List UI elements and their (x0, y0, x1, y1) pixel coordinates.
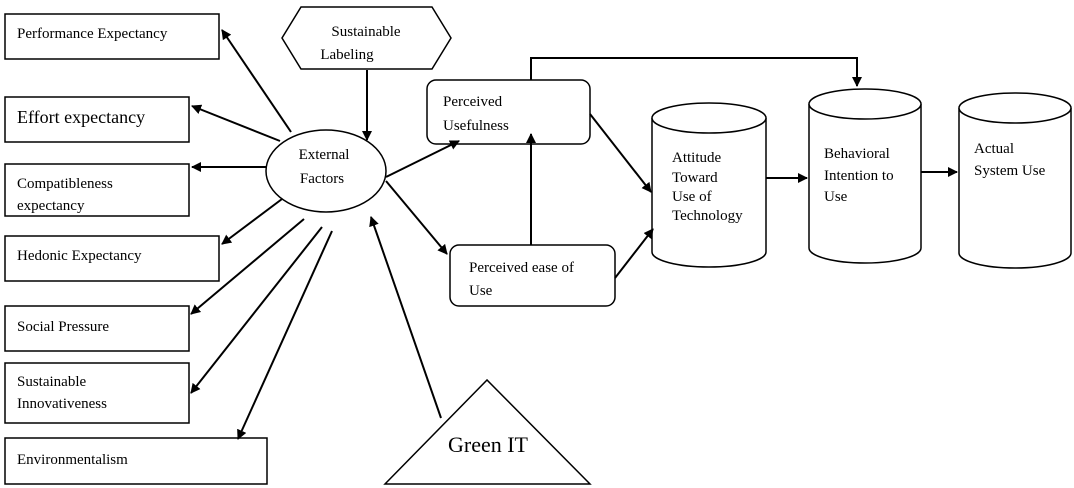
external-factors-line1: External (299, 147, 350, 163)
sustainable-innovativeness-box: Sustainable Innovativeness (4, 362, 190, 424)
compatibleness-label-line2: expectancy (17, 198, 85, 214)
arrow-factors-to-usefulness (385, 140, 460, 178)
labeling-line2: Labeling (320, 47, 374, 63)
external-factors-ellipse: External Factors (265, 129, 387, 213)
attitude-line2: Toward (672, 170, 718, 186)
intention-line3: Use (824, 189, 848, 205)
actual-use-line1: Actual (974, 141, 1014, 157)
perceived-ease-box: Perceived ease of Use (449, 244, 616, 307)
effort-expectancy-box: Effort expectancy (4, 96, 190, 143)
arrow-to-effort (191, 104, 281, 142)
connector-arrows (190, 29, 958, 440)
arrow-greenit-to-factors (369, 216, 442, 419)
arrow-usefulness-to-intention (530, 57, 862, 87)
arrow-to-innovativeness (190, 226, 323, 394)
arrow-to-environmentalism (237, 230, 333, 440)
performance-expectancy-label: Performance Expectancy (17, 26, 168, 42)
labeling-line1: Sustainable (331, 24, 400, 40)
social-pressure-box: Social Pressure (4, 305, 190, 352)
environmentalism-box: Environmentalism (4, 437, 268, 485)
sustainable-labeling-hexagon: Sustainable Labeling (281, 6, 452, 70)
perceived-usefulness-line2: Usefulness (443, 118, 509, 134)
perceived-ease-line2: Use (469, 283, 493, 299)
external-factors-line2: Factors (300, 171, 344, 187)
attitude-line4: Technology (672, 208, 743, 224)
social-pressure-label: Social Pressure (17, 319, 109, 335)
arrow-to-social (190, 218, 305, 315)
arrow-usefulness-to-attitude (589, 113, 652, 193)
green-it-label: Green IT (448, 432, 529, 457)
arrow-to-hedonic (221, 198, 283, 245)
performance-expectancy-box: Performance Expectancy (4, 13, 220, 60)
arrow-ease-to-attitude (614, 228, 654, 279)
attitude-line3: Use of (672, 189, 712, 205)
perceived-usefulness-line1: Perceived (443, 94, 503, 110)
hedonic-expectancy-box: Hedonic Expectancy (4, 235, 220, 282)
attitude-line1: Attitude (672, 150, 722, 166)
perceived-ease-line1: Perceived ease of (469, 260, 574, 276)
actual-use-line2: System Use (974, 163, 1046, 179)
sustainable-innovativeness-line2: Innovativeness (17, 396, 107, 412)
green-it-triangle: Green IT (383, 378, 592, 485)
environmentalism-label: Environmentalism (17, 452, 128, 468)
arrow-to-performance (221, 29, 292, 133)
compatibleness-label-line1: Compatibleness (17, 176, 113, 192)
perceived-usefulness-box: Perceived Usefulness (426, 79, 591, 145)
intention-line2: Intention to (824, 168, 894, 184)
behavioral-intention-cylinder: Behavioral Intention to Use (808, 88, 922, 264)
hedonic-expectancy-label: Hedonic Expectancy (17, 248, 142, 264)
sustainable-innovativeness-line1: Sustainable (17, 374, 86, 390)
effort-expectancy-label: Effort expectancy (17, 107, 145, 127)
arrow-factors-to-ease (385, 180, 448, 255)
intention-line1: Behavioral (824, 146, 890, 162)
actual-system-use-cylinder: Actual System Use (958, 92, 1072, 269)
compatibleness-expectancy-box: Compatibleness expectancy (4, 163, 190, 217)
attitude-cylinder: Attitude Toward Use of Technology (651, 102, 767, 268)
